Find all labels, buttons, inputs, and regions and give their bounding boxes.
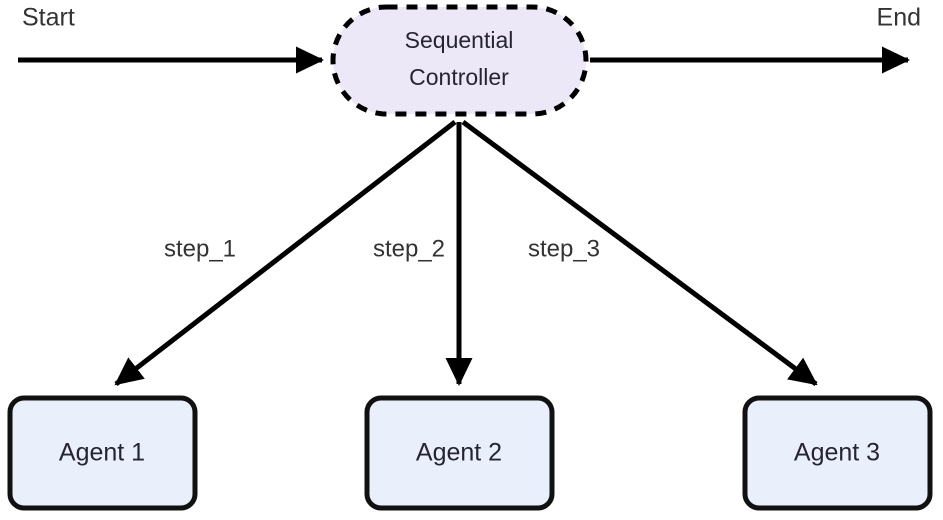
controller-label-line-2: Controller (409, 64, 509, 90)
agent-1-node[interactable] (7, 395, 198, 511)
agent-2-label: Agent 2 (416, 439, 502, 467)
edge-label-step-1: step_1 (164, 235, 236, 262)
controller-label-line-1: Sequential (405, 27, 514, 53)
agent-2-node[interactable] (364, 395, 555, 511)
end-label: End (877, 4, 921, 32)
agent-3-label: Agent 3 (794, 439, 880, 467)
edge-controller-to-agent-3 (461, 119, 818, 387)
edge-label-step-3: step_3 (528, 235, 600, 262)
edge-label-step-2: step_2 (373, 235, 445, 262)
agent-3-node[interactable] (742, 395, 933, 511)
agent-1-label: Agent 1 (59, 439, 145, 467)
controller-node[interactable] (330, 4, 589, 117)
edge-controller-to-agent-1 (114, 120, 457, 386)
start-label: Start (22, 4, 75, 32)
